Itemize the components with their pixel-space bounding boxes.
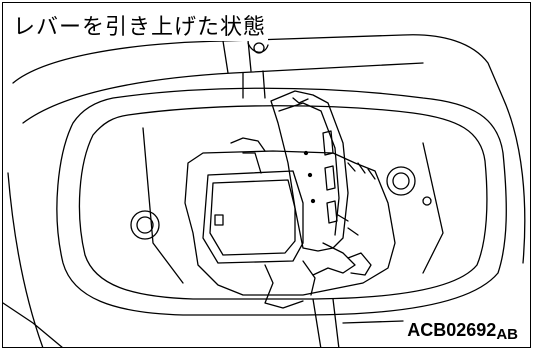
- raised-lever: [270, 90, 349, 252]
- figure-code-suffix: AB: [496, 326, 518, 343]
- lever-drawing: [3, 34, 526, 347]
- tray-opening: [56, 87, 507, 347]
- figure-code: ACB02692AB: [405, 320, 520, 343]
- lever-mechanism: [184, 137, 396, 309]
- figure-title: レバーを引き上げた状態: [11, 9, 269, 41]
- figure-frame: レバーを引き上げた状態 ACB02692AB: [2, 2, 531, 348]
- mounting-holes: [130, 166, 432, 240]
- console-housing: [3, 34, 526, 347]
- figure-code-main: ACB02692: [407, 320, 497, 340]
